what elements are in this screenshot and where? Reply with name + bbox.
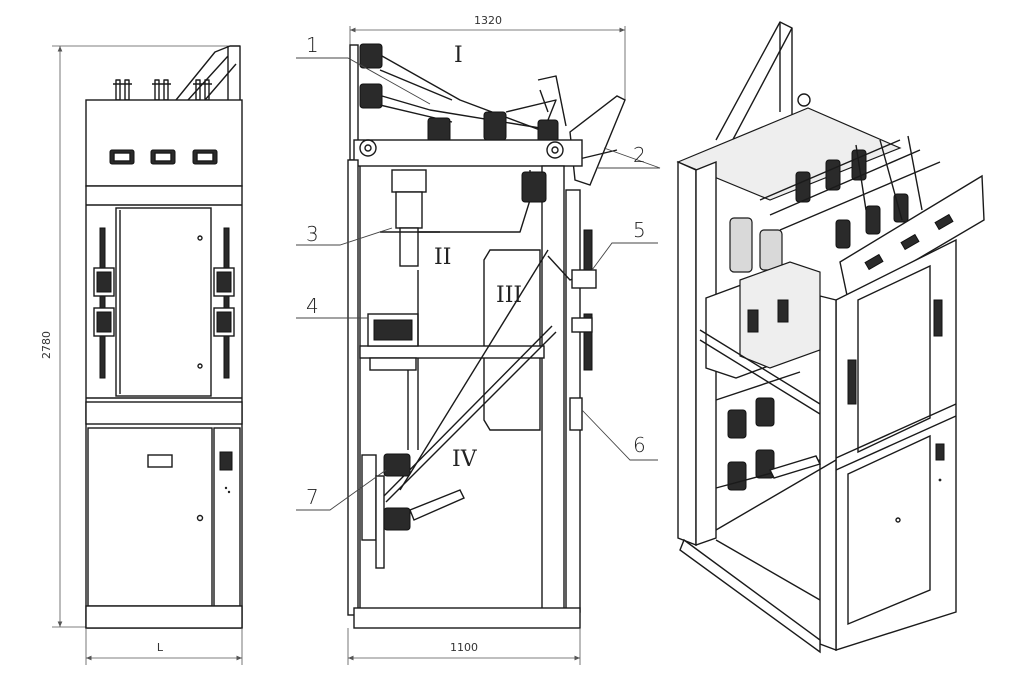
depth-dimension-bottom: 1100 (347, 628, 581, 665)
callout-leaders (296, 57, 661, 511)
isometric-view (676, 21, 985, 654)
earthing-switch (361, 453, 465, 569)
callout-5: 5 (633, 218, 646, 242)
callout-6: 6 (633, 433, 646, 457)
right-drive-mechanism (213, 227, 235, 379)
left-drive-mechanism (93, 227, 115, 379)
depth-dimension-top: 1320 (349, 14, 626, 100)
compartment-II: II (434, 245, 451, 270)
top-windows (109, 149, 218, 165)
top-bushings (113, 79, 212, 101)
compartment-III: III (496, 283, 522, 308)
compartment-I: I (454, 43, 463, 68)
bottom-depth-label: 1100 (450, 641, 478, 654)
width-dimension: L (85, 628, 243, 665)
top-depth-label: 1320 (474, 14, 502, 27)
side-section-view: 1320 (296, 14, 661, 665)
front-view: 2780 (40, 45, 243, 665)
top-insulators-iso (759, 135, 941, 249)
compartment-IV: IV (452, 447, 478, 472)
callout-2: 2 (633, 143, 646, 167)
height-dimension: 2780 (40, 45, 230, 628)
current-transformer (380, 169, 440, 267)
callout-4: 4 (306, 294, 319, 318)
width-label: L (157, 641, 164, 654)
callout-1: 1 (306, 33, 319, 57)
callout-3: 3 (306, 222, 319, 246)
height-label: 2780 (40, 331, 53, 359)
callout-7: 7 (306, 485, 319, 509)
busbar-bushings (359, 43, 383, 109)
